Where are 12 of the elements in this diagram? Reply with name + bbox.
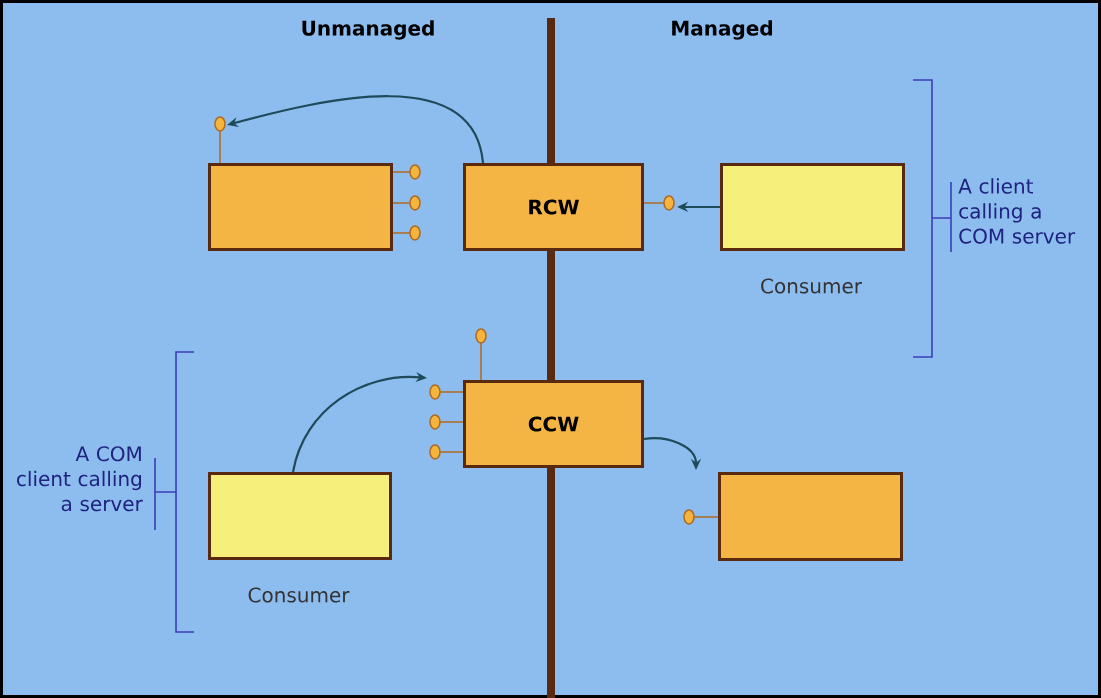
- annotation-text: A COM client calling a server: [17, 446, 143, 512]
- component-box: RCW: [463, 163, 675, 251]
- caption-text: Consumer: [248, 587, 350, 603]
- component-box: [208, 116, 421, 251]
- caption-text: Consumer: [761, 278, 862, 294]
- consumer-box: [720, 163, 905, 251]
- component-box: [683, 472, 903, 561]
- consumer-box: [208, 472, 392, 560]
- component-box: CCW: [429, 328, 644, 468]
- annotation-text: A client calling a COM server: [958, 178, 1076, 244]
- column-heading: Unmanaged: [302, 20, 434, 40]
- column-heading: Managed: [672, 20, 772, 40]
